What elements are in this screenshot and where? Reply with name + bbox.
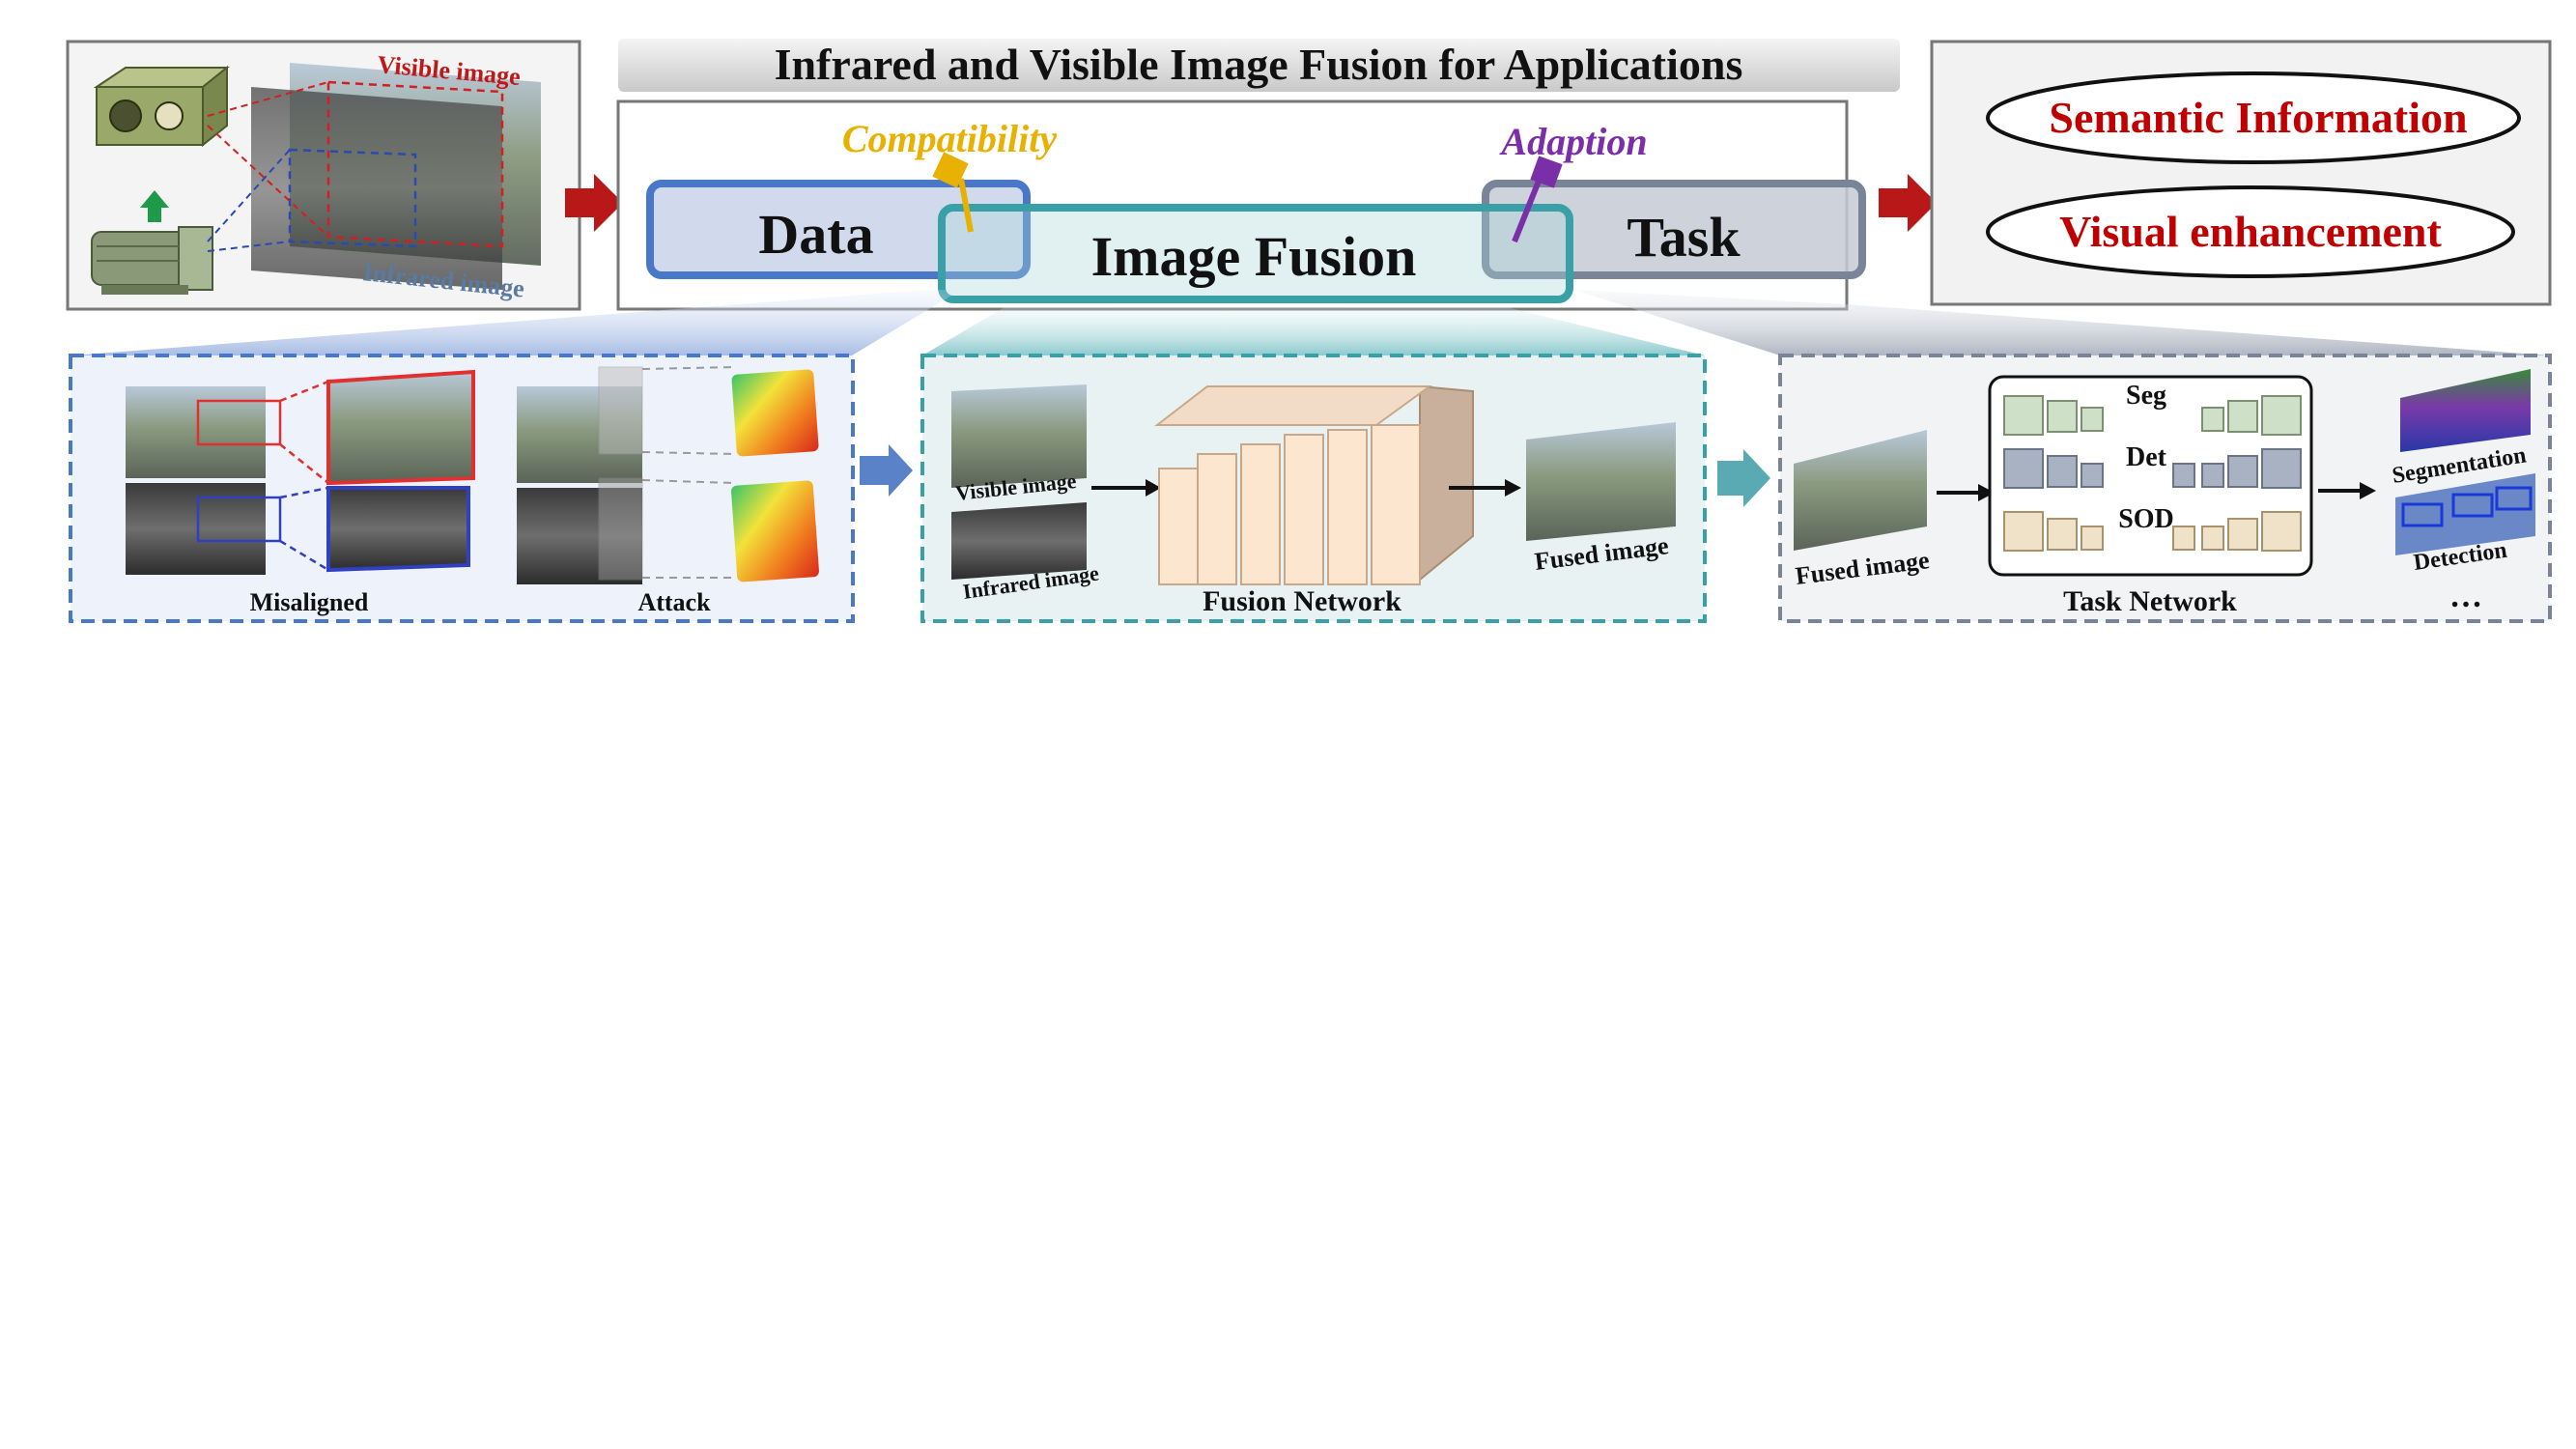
attack-heatmap-infrared xyxy=(731,480,819,582)
misaligned-label: Misaligned xyxy=(250,588,369,616)
semantic-information-label: Semantic Information xyxy=(2049,93,2467,142)
right-arrow-icon xyxy=(565,174,623,232)
image-fusion-box xyxy=(938,204,1573,303)
semantic-ellipse xyxy=(1986,71,2521,164)
fusion-visible-image xyxy=(951,384,1087,488)
page-title: Infrared and Visible Image Fusion for Ap… xyxy=(775,40,1743,89)
camera-icon xyxy=(93,65,230,148)
seg-network-blocks xyxy=(2003,395,2302,436)
attack-label: Attack xyxy=(637,588,711,616)
fusion-network-blocks xyxy=(1154,384,1474,585)
sod-label: SOD xyxy=(2118,504,2174,534)
arrow-to-fused-icon xyxy=(1505,479,1521,497)
fusion-infrared-image xyxy=(951,502,1087,580)
arrow-to-outputs-icon xyxy=(2360,482,2376,499)
seg-label: Seg xyxy=(2126,381,2166,411)
task-network-label: Task Network xyxy=(2063,585,2237,617)
misaligned-infrared-crop xyxy=(326,486,470,573)
more-outputs-ellipsis: … xyxy=(2449,579,2482,614)
fusion-fan xyxy=(922,307,1705,355)
task-fused-image xyxy=(1794,430,1927,551)
adaption-pin-icon xyxy=(1512,156,1563,243)
det-label: Det xyxy=(2126,442,2167,472)
title-bar xyxy=(618,39,1900,92)
det-network-blocks xyxy=(2003,448,2302,489)
fused-image xyxy=(1526,422,1676,541)
infrared-camera-icon xyxy=(91,226,213,295)
data-label: Data xyxy=(758,203,873,266)
infrared-image-layer xyxy=(251,87,502,290)
segmentation-output-image xyxy=(2400,369,2531,452)
task-label: Task xyxy=(1627,206,1741,269)
compatibility-label: Compatibility xyxy=(842,117,1057,160)
adaption-label: Adaption xyxy=(1498,120,1647,163)
up-arrow-icon xyxy=(140,190,169,222)
blue-arrow-icon xyxy=(860,444,913,497)
attack-heatmap-visible xyxy=(731,369,819,457)
arrow-to-network-icon xyxy=(1146,479,1161,497)
task-box xyxy=(1482,180,1866,279)
right-arrow-icon-2 xyxy=(1879,174,1937,232)
data-fan xyxy=(72,290,961,355)
visual-ellipse xyxy=(1986,185,2515,278)
compatibility-pin-icon xyxy=(932,152,974,233)
arrow-to-task-network-icon xyxy=(1978,484,1995,501)
teal-arrow-icon xyxy=(1717,449,1770,507)
visual-enhancement-label: Visual enhancement xyxy=(2059,207,2442,256)
data-box xyxy=(646,180,1031,279)
misaligned-visible-crop xyxy=(326,369,475,486)
image-fusion-label: Image Fusion xyxy=(1091,225,1417,288)
task-fan xyxy=(1574,290,2550,355)
fusion-network-label: Fusion Network xyxy=(1203,585,1401,617)
sod-network-blocks xyxy=(2003,511,2302,552)
